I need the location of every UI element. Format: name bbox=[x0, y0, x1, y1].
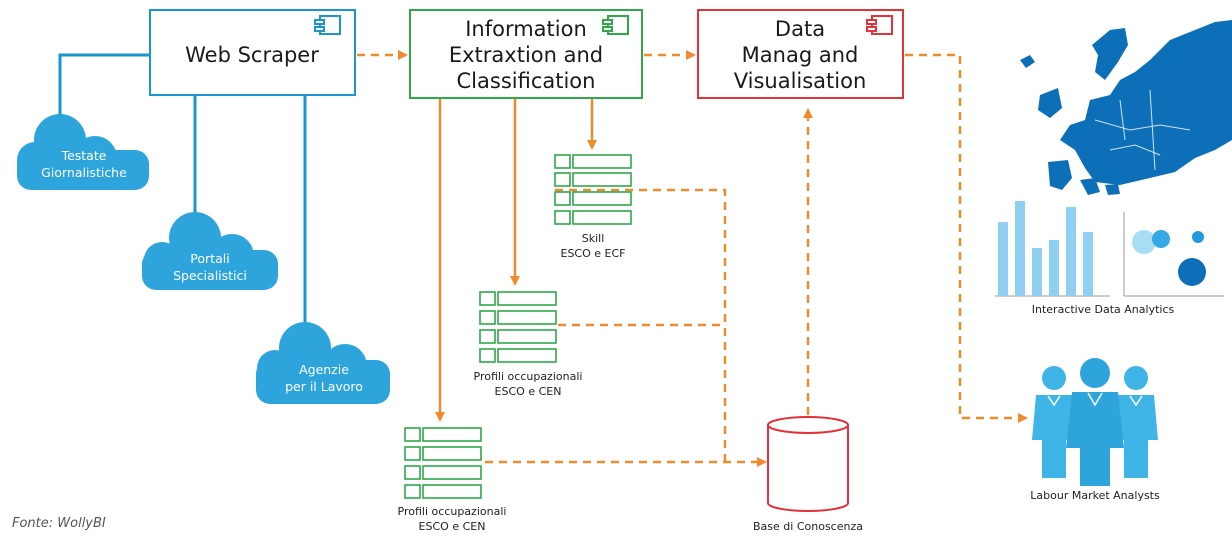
cloud-icon bbox=[142, 212, 278, 290]
data-management-component: Data Manag and Visualisation bbox=[697, 9, 904, 99]
skill-label-line2: ESCO e ECF bbox=[561, 247, 626, 260]
cloud-label-line1: Agenzie bbox=[299, 362, 349, 377]
skill-to-db-line bbox=[555, 188, 727, 462]
cloud-icon bbox=[17, 114, 149, 190]
europe-map-icon bbox=[1020, 20, 1232, 195]
table-icon bbox=[554, 154, 632, 225]
database-cylinder-icon bbox=[767, 416, 849, 512]
table-icon bbox=[404, 427, 482, 499]
extraction-title-line3: Classification bbox=[457, 69, 596, 93]
source-note: Fonte: WollyBI bbox=[12, 516, 106, 531]
web-scraper-title: Web Scraper bbox=[185, 43, 319, 67]
people-collars bbox=[1047, 392, 1143, 407]
extraction-title-line2: Extraxtion and bbox=[449, 43, 603, 67]
web-scraper-component: Web Scraper bbox=[149, 9, 356, 96]
bar-chart-icon bbox=[995, 201, 1110, 297]
skill-label-line1: Skill bbox=[582, 232, 605, 245]
cloud-label-line2: Specialistici bbox=[173, 268, 247, 283]
data-title-line2: Manag and bbox=[742, 43, 859, 67]
scraper-source-lines bbox=[58, 53, 307, 325]
data-title-line3: Visualisation bbox=[734, 69, 867, 93]
database-label: Base di Conoscenza bbox=[753, 520, 863, 533]
classification-arrows bbox=[435, 99, 597, 422]
cloud-label-line1: Portali bbox=[190, 251, 229, 266]
extraction-title-line1: Information bbox=[465, 17, 587, 41]
profili1-label-line2: ESCO e CEN bbox=[495, 385, 562, 398]
profili2-label-line1: Profili occupazionali bbox=[398, 505, 507, 518]
map-borders bbox=[1094, 89, 1191, 171]
extraction-component: Information Extraxtion and Classificatio… bbox=[409, 9, 643, 99]
component-icon bbox=[602, 15, 629, 35]
analytics-label: Interactive Data Analytics bbox=[1032, 303, 1175, 316]
cloud-label-line2: per il Lavoro bbox=[285, 379, 363, 394]
table-icon bbox=[479, 291, 557, 363]
component-icon bbox=[866, 15, 893, 35]
people-group-icon bbox=[1032, 358, 1158, 486]
cloud-icon bbox=[256, 322, 390, 404]
flow-arrows bbox=[357, 50, 1028, 467]
data-title-line1: Data bbox=[775, 17, 825, 41]
analysts-label: Labour Market Analysts bbox=[1030, 489, 1160, 502]
bubble-chart-icon bbox=[1123, 212, 1224, 297]
cloud-label-line1: Testate bbox=[61, 148, 107, 163]
profili1-label-line1: Profili occupazionali bbox=[474, 370, 583, 383]
component-icon bbox=[314, 15, 341, 35]
profili2-label-line2: ESCO e CEN bbox=[419, 520, 486, 533]
data-to-analysts-arrow bbox=[905, 53, 1028, 423]
cloud-label-line2: Giornalistiche bbox=[41, 165, 127, 180]
